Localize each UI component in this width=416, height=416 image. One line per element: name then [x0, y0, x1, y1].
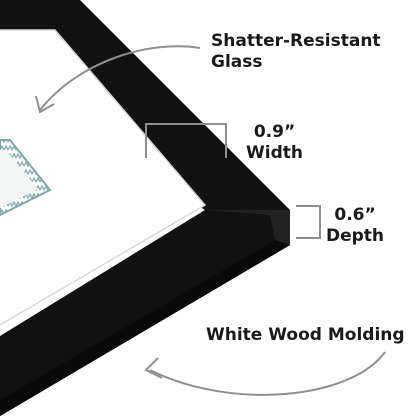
depth-bracket-icon: [296, 205, 321, 239]
photo-image: [0, 150, 38, 208]
depth-label: Depth: [326, 226, 385, 246]
glass-callout-line2: Glass: [211, 52, 263, 72]
glass-arrowhead-icon: [35, 95, 55, 114]
glass-arrow: [39, 45, 201, 111]
molding-arrowhead-icon: [144, 357, 163, 379]
mat-board: [0, 30, 205, 325]
frame-side-face: [0, 240, 290, 416]
molding-arrow: [149, 351, 386, 396]
depth-value: 0.6”: [334, 205, 376, 225]
molding-label: White Wood Molding: [206, 325, 405, 345]
depth-callout: 0.6” Depth: [326, 205, 384, 247]
width-value: 0.9”: [253, 122, 296, 142]
width-bracket-icon: [145, 123, 227, 158]
width-label: Width: [246, 143, 303, 163]
mat-inner-edge: [0, 29, 207, 326]
width-callout: 0.9” Width: [246, 122, 303, 164]
glass-callout: Shatter-Resistant Glass: [211, 31, 381, 73]
molding-callout: White Wood Molding: [206, 325, 405, 346]
glass-callout-line1: Shatter-Resistant: [211, 31, 381, 51]
